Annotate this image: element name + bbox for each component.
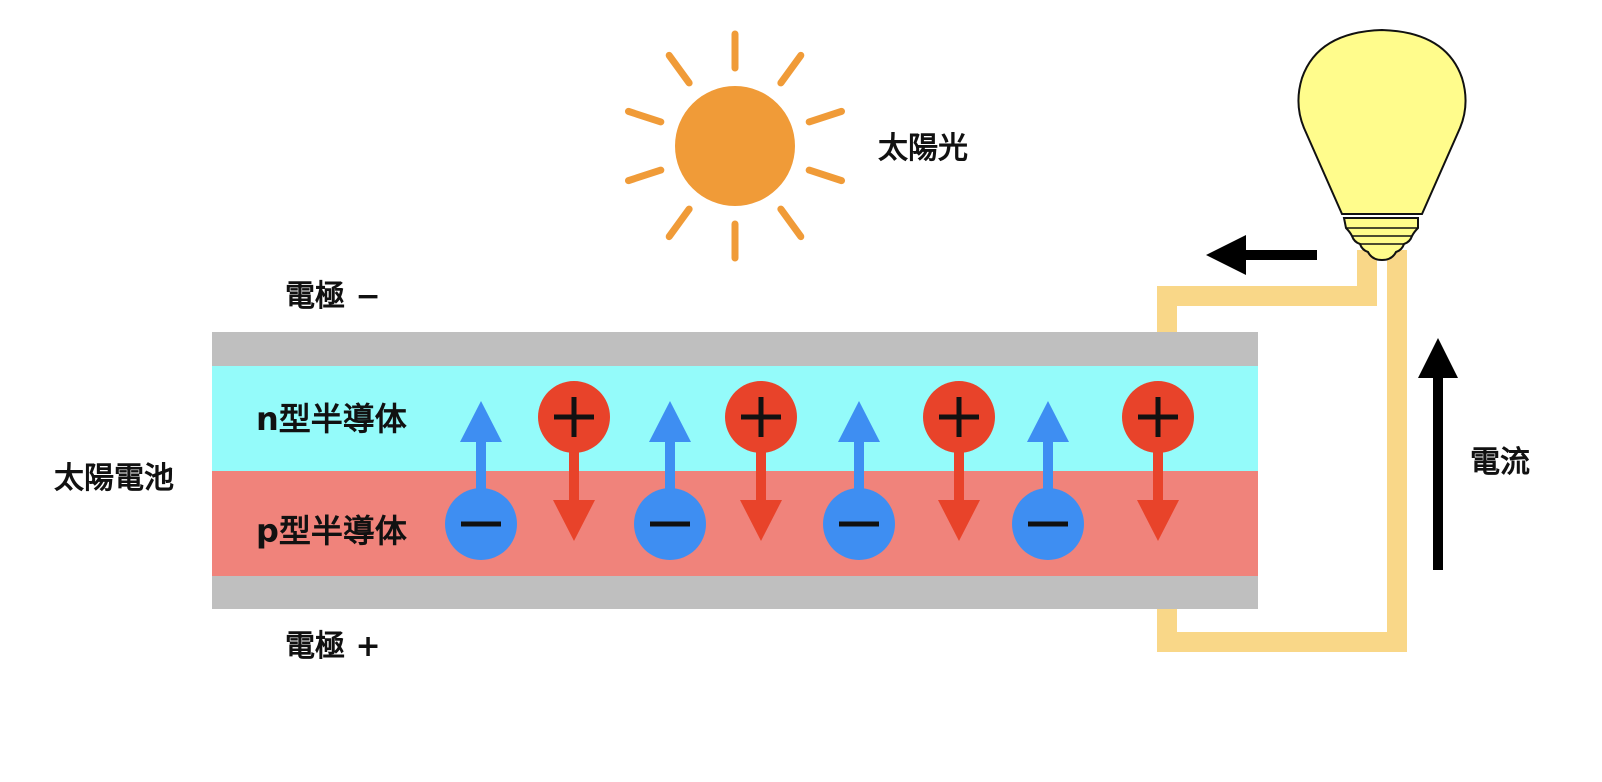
sun-ray xyxy=(665,205,693,241)
electron-arrow-head xyxy=(1027,401,1069,442)
current-arrow-up xyxy=(1418,338,1458,570)
electron-arrow-head xyxy=(838,401,880,442)
electrode-top-label: 電極 − xyxy=(285,279,381,314)
current-label: 電流 xyxy=(1470,445,1530,480)
current-arrow-left xyxy=(1206,235,1317,275)
electrode-bottom-label: 電極 + xyxy=(285,629,381,664)
wire-bottom xyxy=(1157,250,1407,652)
bulb-glass xyxy=(1297,28,1467,215)
electrode-top xyxy=(212,332,1258,366)
solar-cell-label: 太陽電池 xyxy=(54,461,174,496)
holes xyxy=(538,381,1194,541)
sun-ray xyxy=(805,166,846,185)
p-type-label: p型半導体 xyxy=(256,512,407,550)
electron-arrow-head xyxy=(460,401,502,442)
electron xyxy=(634,401,706,560)
circuit-wire xyxy=(1157,250,1407,652)
sun-ray xyxy=(777,51,805,87)
light-bulb-icon xyxy=(1297,28,1467,262)
n-type-label: n型半導体 xyxy=(256,400,407,438)
sun-disk xyxy=(675,86,795,206)
hole-arrow-head xyxy=(553,500,595,541)
electron xyxy=(1012,401,1084,560)
hole xyxy=(725,381,797,541)
hole xyxy=(923,381,995,541)
wire-top xyxy=(1157,250,1377,334)
hole xyxy=(1122,381,1194,541)
sun-ray xyxy=(665,51,693,87)
electrode-bottom xyxy=(212,576,1258,609)
electron xyxy=(445,401,517,560)
sun-rays xyxy=(624,30,846,262)
solar-cell xyxy=(212,332,1258,609)
electron xyxy=(823,401,895,560)
hole-arrow-head xyxy=(1137,500,1179,541)
sun-icon xyxy=(624,30,846,262)
electron-arrow-head xyxy=(649,401,691,442)
electrons xyxy=(445,401,1084,560)
sun-ray xyxy=(624,166,665,185)
sunlight-label: 太陽光 xyxy=(878,131,968,166)
sun-ray xyxy=(624,107,665,126)
sun-ray xyxy=(777,205,805,241)
sun-ray xyxy=(805,107,846,126)
hole xyxy=(538,381,610,541)
hole-arrow-head xyxy=(938,500,980,541)
hole-arrow-head xyxy=(740,500,782,541)
